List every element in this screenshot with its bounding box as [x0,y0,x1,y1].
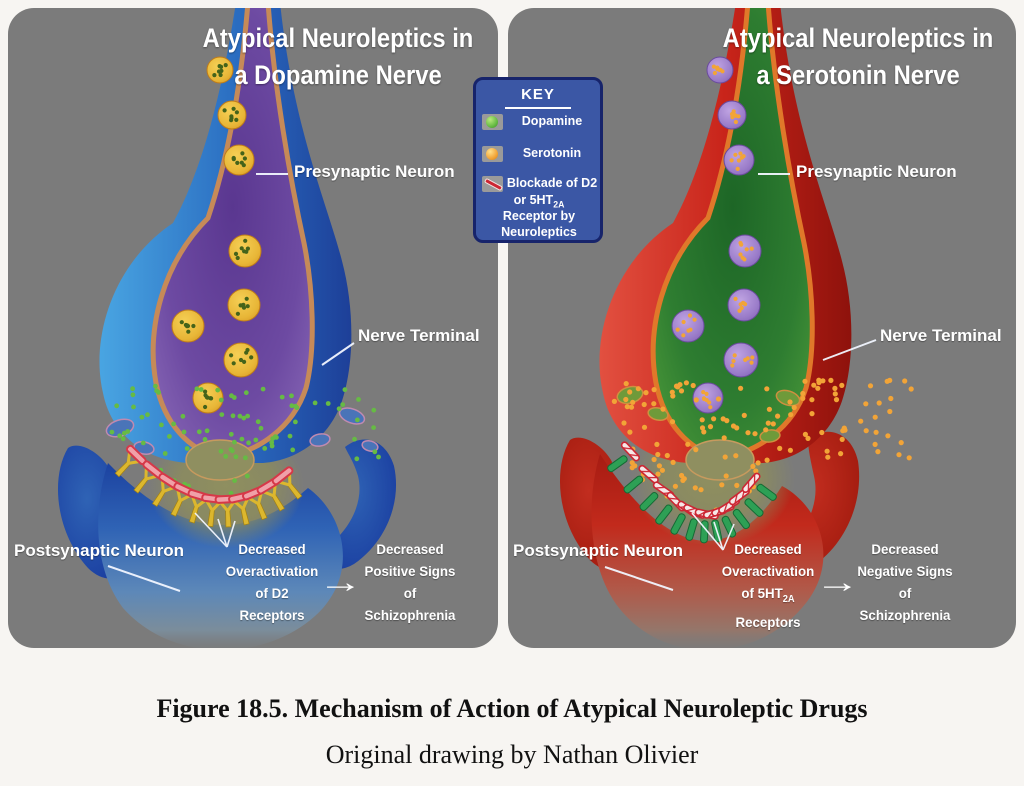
blockade-swatch-icon [482,176,504,192]
serotonin-swatch-icon [482,146,503,162]
d2-receptors-blocked [114,444,303,528]
presynaptic-neuron-left [99,8,379,481]
release-site [185,439,255,481]
decreased-negative-signs-text: Decreased Negative Signs of Schizophreni… [857,541,953,623]
caption-credit: Original drawing by Nathan Olivier [325,740,699,769]
panel-title-right-line1: Atypical Neuroleptics in [722,23,994,53]
arrow-right-icon: → [815,566,860,599]
key-blockade-label-line1: Blockade of D2 [506,176,598,190]
key-serotonin-label: Serotonin [522,146,582,160]
key-title: KEY [521,86,555,103]
key-blockade-label-line3: Receptor by [502,209,576,223]
arrow-right-icon: → [318,566,363,599]
vesicle-contents-right [675,64,755,410]
panel-title-left: Atypical Neuroleptics in a Dopamine Nerv… [197,20,479,94]
dopamine-nerve-panel: Atypical Neuroleptics in a Dopamine Nerv… [8,8,498,648]
key-blockade-label-line2: or 5HT2A [513,193,565,210]
panel-title-left-line2: a Dopamine Nerve [234,60,442,90]
vesicle-contents-left [179,63,254,410]
panel-title-right-line2: a Serotonin Nerve [756,60,960,90]
presynaptic-neuron-right [599,8,852,481]
release-site [685,439,755,481]
panel-title-right: Atypical Neuroleptics in a Serotonin Ner… [717,20,999,94]
decreased-overactivation-text: Decreased Overactivation of 5HT2A Recept… [721,541,815,630]
dopamine-nerve-diagram [57,8,397,648]
dopamine-swatch-icon [482,114,503,130]
postsynaptic-neuron-label: Postsynaptic Neuron [513,541,684,560]
organelles-right [616,385,801,443]
decreased-overactivation-text: Decreased Overactivation of D2 Receptors [225,541,319,623]
panel-title-left-line1: Atypical Neuroleptics in [202,23,474,53]
key-dopamine-label: Dopamine [521,114,583,128]
figure-caption: Figure 18.5. Mechanism of Action of Atyp… [0,694,1024,770]
5ht2a-receptors-blocked [607,441,777,544]
nerve-terminal-label: Nerve Terminal [358,326,480,345]
presynaptic-neuron-label: Presynaptic Neuron [796,162,957,181]
nerve-terminal-label: Nerve Terminal [880,326,1002,345]
caption-title: Figure 18.5. Mechanism of Action of Atyp… [156,694,868,723]
key-underline [505,107,571,109]
key-blockade-label-line4: Neuroleptics [501,225,577,239]
serotonin-nerve-diagram [559,8,914,648]
presynaptic-neuron-label: Presynaptic Neuron [294,162,455,181]
legend-key: KEY Dopamine Serotonin Blockade of D2 or… [473,77,603,243]
dopamine-molecules [109,383,381,496]
postsynaptic-neuron-label: Postsynaptic Neuron [14,541,185,560]
leader-lines-right [604,173,877,591]
postsynaptic-neuron-right [559,431,860,648]
leader-lines-left [107,173,355,592]
decreased-positive-signs-text: Decreased Positive Signs of Schizophreni… [364,541,456,623]
